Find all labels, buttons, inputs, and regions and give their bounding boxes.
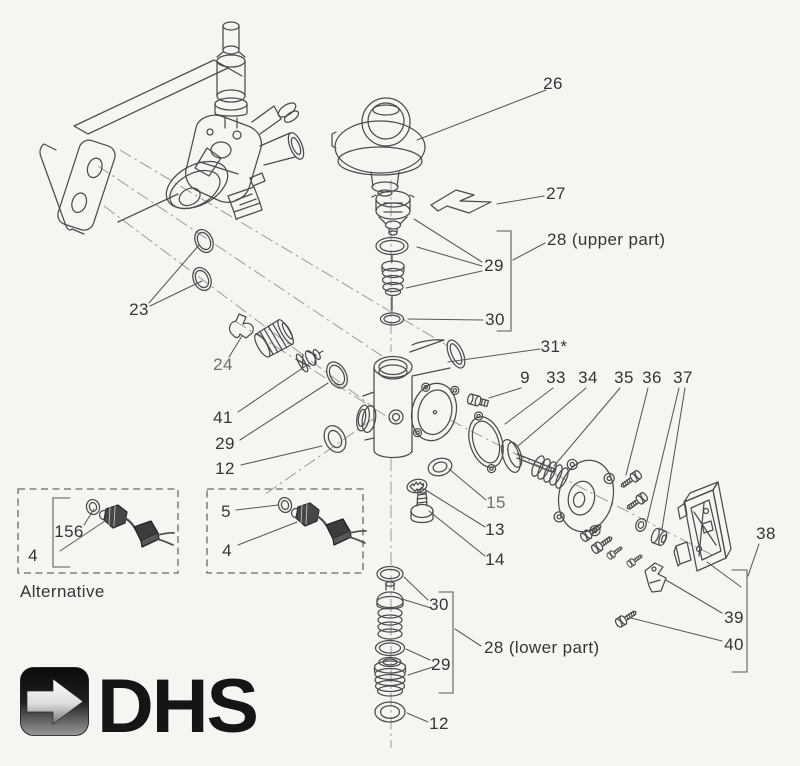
part-label-35: 35 (614, 368, 634, 387)
part-label-30-lower: 30 (429, 595, 449, 614)
actuator-26-drawing (331, 97, 426, 197)
part-label-14: 14 (485, 550, 505, 569)
part-label-23: 23 (129, 300, 149, 319)
clip-24-drawing (228, 313, 254, 339)
part-label-37: 37 (673, 368, 693, 387)
threaded-insert-drawing (254, 319, 295, 358)
oring-pair-23-drawing (192, 228, 214, 292)
washer-12-mid-drawing (323, 425, 347, 453)
part-label-39: 39 (724, 608, 744, 627)
part-label-31-star: 31* (540, 337, 568, 356)
hydro-block-assembly-drawing (39, 21, 305, 235)
dhs-logo: DHS (20, 664, 259, 749)
inlet-parts-drawing (228, 313, 348, 453)
alternative-sensor-box (17, 488, 179, 574)
microswitch-38-drawing (673, 481, 732, 572)
part-label-156: 156 (54, 522, 84, 541)
valve-body-31-drawing (356, 339, 466, 459)
part-label-40: 40 (724, 635, 744, 654)
part-label-29-mid: 29 (215, 434, 235, 453)
part-label-30-upper: 30 (485, 310, 505, 329)
sensor-4-alternative-drawing (83, 496, 176, 549)
right-arrow-icon (26, 678, 84, 725)
clip-27-drawing (430, 189, 492, 214)
oring-29-mid-drawing (326, 361, 348, 389)
part-label-4-std: 4 (222, 541, 232, 560)
part-label-28-lower: 28 (lower part) (484, 638, 600, 657)
part-label-34: 34 (578, 368, 598, 387)
washer-15-drawing (427, 457, 453, 477)
spring-35-drawing (531, 455, 569, 489)
part-label-26: 26 (543, 74, 563, 93)
logo-text: DHS (97, 664, 257, 749)
part-label-24: 24 (213, 355, 233, 374)
part-label-28-upper: 28 (upper part) (547, 230, 666, 249)
bushing-37-drawing (650, 527, 668, 547)
part-label-5: 5 (221, 502, 231, 521)
bolt-14-drawing (410, 488, 434, 524)
part-label-27: 27 (546, 184, 566, 203)
sensor-4-standard-drawing (275, 494, 368, 547)
part-label-4-alt: 4 (28, 546, 38, 565)
lower-cartridge-stack-drawing (373, 565, 407, 723)
leader-lines (59, 89, 760, 723)
part-label-12-mid: 12 (215, 459, 235, 478)
part-label-33: 33 (546, 368, 566, 387)
part-label-29-lower: 29 (431, 655, 451, 674)
part-label-41: 41 (213, 408, 233, 427)
part-label-38: 38 (756, 524, 776, 543)
gasket-33-drawing (468, 411, 504, 474)
part-label-36: 36 (642, 368, 662, 387)
diaphragm-cover-drawing (553, 458, 615, 537)
lock-washer-13-drawing (406, 478, 428, 494)
part-label-15: 15 (486, 493, 506, 512)
part-label-13: 13 (485, 520, 505, 539)
part-label-12-lower: 12 (429, 714, 449, 733)
grommet-36-drawing (635, 518, 647, 532)
clip-39-drawing (644, 562, 667, 593)
part-label-29-upper: 29 (484, 256, 504, 275)
group-brackets (52, 230, 748, 694)
screw-40-drawing (613, 607, 640, 630)
screw-9-drawing (466, 393, 490, 408)
check-valve-41-drawing (295, 348, 324, 373)
upper-cartridge-stack-drawing (371, 190, 415, 326)
caption-alternative: Alternative (20, 582, 105, 601)
part-label-9: 9 (520, 368, 530, 387)
